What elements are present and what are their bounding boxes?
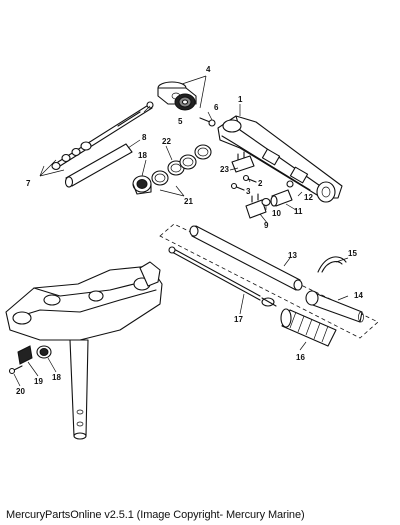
callout-20: 20 — [16, 387, 25, 396]
part-13-tiller-shaft[interactable] — [189, 225, 303, 291]
part-18-bushing-lower[interactable] — [36, 345, 52, 359]
part-7-shaft-assembly[interactable] — [39, 101, 154, 177]
copyright-caption: MercuryPartsOnline v2.5.1 (Image Copyrig… — [6, 509, 305, 521]
callout-labels: 1 2 3 4 5 6 7 8 9 10 11 12 13 14 15 16 1… — [16, 65, 363, 396]
callout-23: 23 — [220, 165, 229, 174]
callout-10: 10 — [272, 209, 281, 218]
part-2-screw[interactable] — [242, 174, 257, 183]
swivel-bracket[interactable] — [5, 261, 163, 341]
callout-14: 14 — [354, 291, 363, 300]
callout-5: 5 — [178, 117, 183, 126]
callout-4: 4 — [206, 65, 211, 74]
part-ring-large[interactable] — [194, 144, 212, 160]
steering-post[interactable] — [69, 339, 89, 440]
part-3-screw[interactable] — [230, 182, 245, 191]
callout-3: 3 — [246, 187, 251, 196]
callout-8: 8 — [142, 133, 147, 142]
callout-16: 16 — [296, 353, 305, 362]
assembly-outline — [159, 223, 379, 339]
part-1-tiller-housing[interactable] — [217, 115, 343, 203]
part-5-gear[interactable] — [174, 93, 196, 111]
callout-11: 11 — [294, 207, 303, 216]
leader-lines — [13, 104, 349, 387]
callout-2: 2 — [258, 179, 263, 188]
callout-12: 12 — [304, 193, 313, 202]
part-4-cam-assembly[interactable] — [157, 75, 207, 109]
part-19-plate[interactable] — [17, 345, 33, 365]
part-17-cable-shaft[interactable] — [168, 246, 277, 307]
callout-9: 9 — [264, 221, 269, 230]
part-6-screw[interactable] — [199, 117, 216, 127]
callout-1: 1 — [238, 95, 243, 104]
callout-17: 17 — [234, 315, 243, 324]
part-16-grip[interactable] — [280, 308, 337, 347]
callout-18-lower: 18 — [52, 373, 61, 382]
callout-21: 21 — [184, 197, 193, 206]
part-21-ring-set[interactable] — [151, 170, 185, 197]
callout-15: 15 — [348, 249, 357, 258]
callout-13: 13 — [288, 251, 297, 260]
callout-7: 7 — [26, 179, 31, 188]
part-12-washer[interactable] — [286, 180, 294, 188]
part-9-block[interactable] — [245, 193, 267, 219]
part-11-knob[interactable] — [270, 189, 293, 207]
callout-6: 6 — [214, 103, 219, 112]
callout-22: 22 — [162, 137, 171, 146]
callout-18-upper: 18 — [138, 151, 147, 160]
part-10-nut[interactable] — [261, 197, 271, 207]
part-22-ring[interactable] — [167, 154, 197, 176]
part-20-screw[interactable] — [8, 365, 23, 375]
part-15-clip[interactable] — [317, 256, 347, 273]
part-18-bushing-upper[interactable] — [132, 175, 152, 195]
callout-19: 19 — [34, 377, 43, 386]
part-14-handle[interactable] — [305, 290, 364, 323]
part-8-sleeve[interactable] — [64, 143, 133, 188]
